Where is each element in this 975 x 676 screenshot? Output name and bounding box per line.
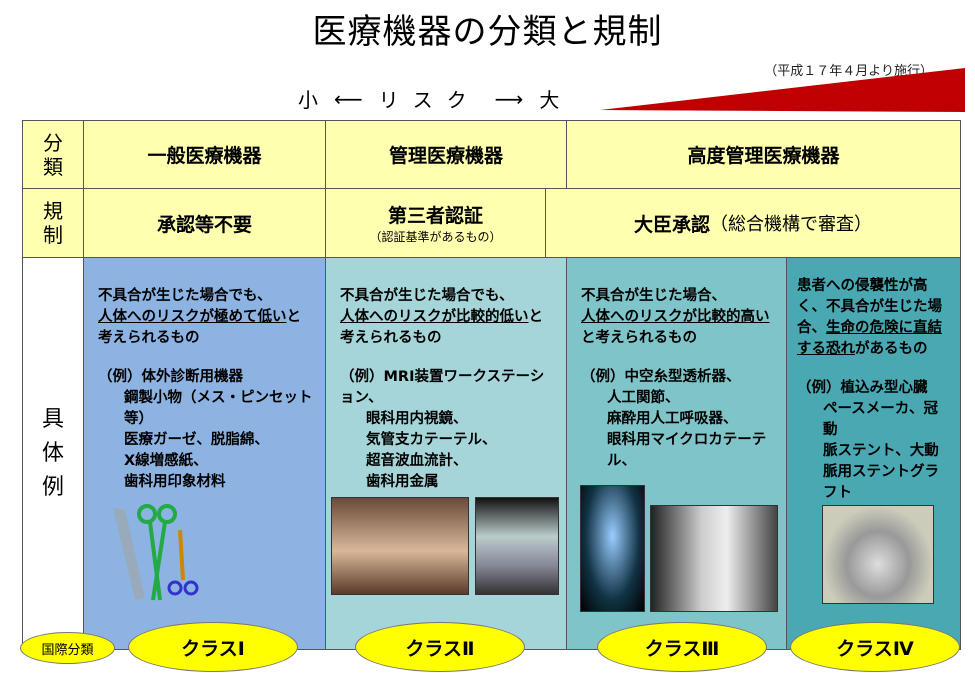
text: （例）植込み型心臓 [797, 380, 928, 396]
regulation-third-party: 第三者認証 （認証基準があるもの） [325, 188, 546, 258]
text: 患者への侵襲性が高く、不具合が生じた場合、 [797, 278, 942, 336]
regulation-minister: 大臣承認 （総合機構で審査） [545, 188, 961, 258]
text: （例）MRI装置ワークステーション、 [340, 369, 545, 406]
class-highly-controlled: 高度管理医療機器 [566, 120, 961, 189]
ultrasound-image [475, 497, 559, 595]
text: 気管支カテーテル、 [366, 432, 497, 448]
text: 脈用ステントグラフト [823, 464, 939, 501]
risk-low: 小 [298, 88, 320, 112]
text: と考えられるもの [98, 309, 301, 346]
text: 脈ステント、大動 [823, 443, 939, 459]
class-2-badge: クラスⅡ [355, 622, 525, 672]
mri-image [331, 497, 469, 595]
row-label-examples: 具 体 例 [22, 257, 84, 650]
text: 不具合が生じた場合、 [581, 288, 726, 304]
text: 眼科用マイクロカテーテル、 [607, 432, 767, 469]
risk-scale: 小 ⟵ リスク ⟶ 大 [298, 84, 561, 113]
risk-wedge [600, 68, 965, 112]
text: 歯科用印象材料 [124, 474, 226, 490]
text: 麻酔用人工呼吸器、 [607, 411, 738, 427]
regulation-third-party-sub: （認証基準があるもの） [369, 230, 502, 244]
class-general: 一般医療機器 [83, 120, 326, 189]
regulation-none: 承認等不要 [83, 188, 326, 258]
risk-high: 大 [539, 88, 562, 112]
text: と考えられるもの [340, 309, 543, 346]
text: 生命の危険に直結する恐れ [797, 320, 942, 357]
arrow-left-icon: ⟵ [334, 86, 365, 111]
text: 不具合が生じた場合でも、 [98, 288, 272, 304]
regulation-minister-label: 大臣承認 [633, 213, 710, 236]
text: 医療ガーゼ、脱脂綿、 [124, 432, 269, 448]
pacemaker-image [822, 505, 934, 604]
text: 鋼製小物（メス・ピンセット等） [124, 390, 313, 427]
risk-label: リスク [378, 88, 481, 112]
text: 人体へのリスクが比較的高い [581, 309, 770, 325]
ventilator-image [650, 505, 778, 612]
page-title: 医療機器の分類と規制 [312, 12, 663, 52]
regulation-third-party-label: 第三者認証 [387, 205, 483, 227]
text: があるもの [855, 341, 928, 357]
class-1-badge: クラスⅠ [128, 622, 298, 672]
surgical-instruments-image [113, 504, 199, 601]
text: 超音波血流計、 [366, 453, 468, 469]
text: 不具合が生じた場合でも、 [340, 288, 514, 304]
text: X線増感紙、 [124, 453, 208, 469]
text: （例）中空糸型透析器、 [581, 369, 741, 385]
regulation-minister-sub: （総合機構で審査） [710, 214, 872, 235]
text: 人工関節、 [607, 390, 680, 406]
class-controlled: 管理医療機器 [325, 120, 567, 189]
row-label-classification: 分 類 [22, 120, 84, 189]
text: 眼科用内視鏡、 [366, 411, 468, 427]
class-4-badge: クラスⅣ [790, 622, 960, 672]
arrow-right-icon: ⟶ [494, 86, 526, 111]
text: 人体へのリスクが極めて低い [98, 309, 287, 325]
text: 人体へのリスクが比較的低い [340, 309, 529, 325]
artificial-joint-xray-image [580, 485, 645, 612]
class-3-badge: クラスⅢ [597, 622, 767, 672]
text: 歯科用金属 [366, 474, 439, 490]
intl-classification-label: 国際分類 [20, 632, 115, 664]
text: ペースメーカ、冠動 [823, 401, 938, 438]
text: と考えられるもの [581, 330, 697, 346]
text: （例）体外診断用機器 [98, 369, 243, 385]
row-label-regulation: 規 制 [22, 188, 84, 258]
enforcement-note: （平成１７年４月より施行） [764, 64, 933, 79]
